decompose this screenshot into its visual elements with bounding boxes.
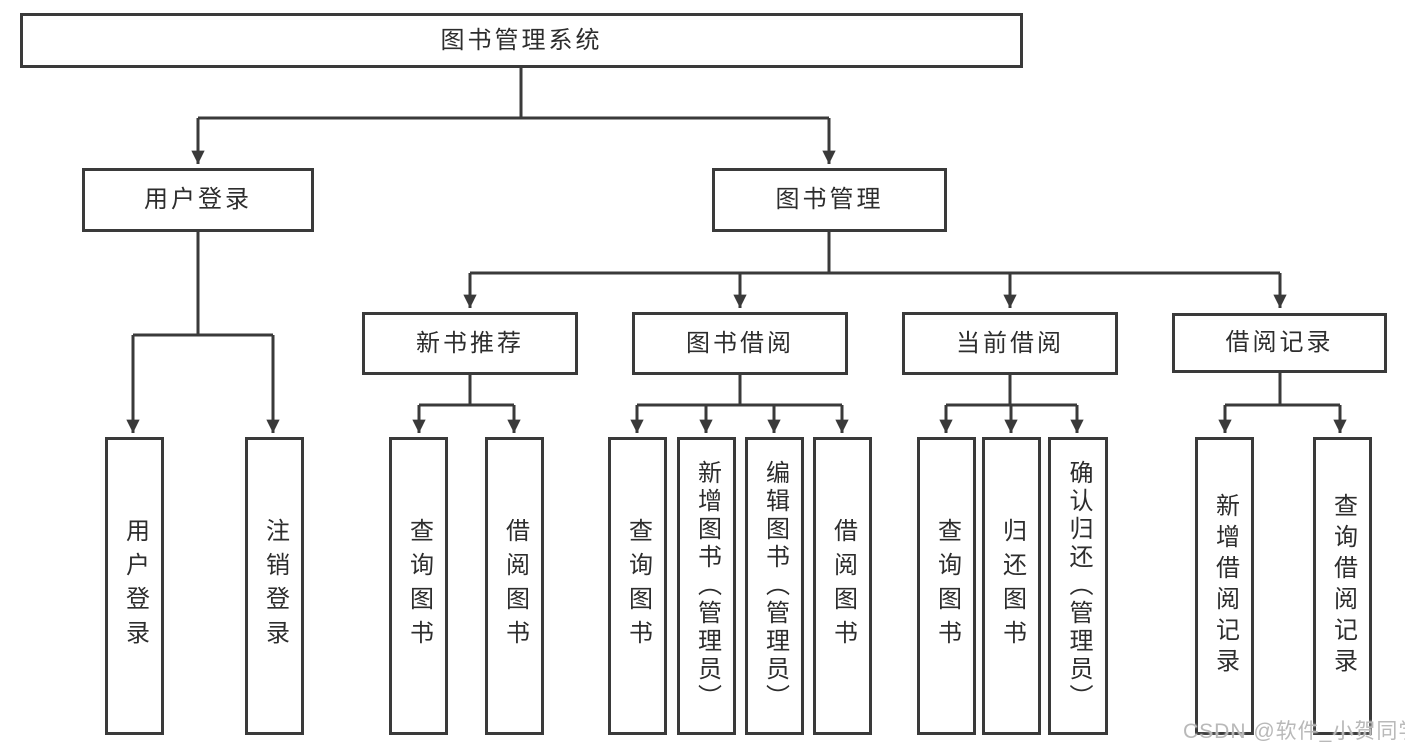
node-new-book-recommendation: 新书推荐 [362,312,578,375]
leaf-borrow-books-borrowing: 借阅图书 [813,437,872,735]
leaf-add-borrow-record: 新增借阅记录 [1195,437,1254,735]
leaf-query-books-borrowing: 查询图书 [608,437,667,735]
leaf-logout: 注销登录 [245,437,304,735]
node-root-library-system: 图书管理系统 [20,13,1023,68]
leaf-user-login: 用户登录 [105,437,164,735]
leaf-borrow-books-recommend: 借阅图书 [485,437,544,735]
leaf-add-books-admin: 新增图书（管理员） [677,437,736,735]
node-user-login-branch: 用户登录 [82,168,314,232]
leaf-confirm-return-admin: 确认归还（管理员） [1048,437,1108,735]
leaf-query-books-current: 查询图书 [917,437,976,735]
leaf-query-books-recommend: 查询图书 [389,437,448,735]
csdn-watermark: CSDN @软件_小贺同学 [1183,720,1405,743]
node-borrowing-records: 借阅记录 [1172,313,1387,373]
node-book-borrowing: 图书借阅 [632,312,848,375]
node-book-management-branch: 图书管理 [712,168,947,232]
leaf-return-books: 归还图书 [982,437,1041,735]
leaf-edit-books-admin: 编辑图书（管理员） [745,437,804,735]
node-current-borrowing: 当前借阅 [902,312,1118,375]
leaf-query-borrow-record: 查询借阅记录 [1313,437,1372,735]
